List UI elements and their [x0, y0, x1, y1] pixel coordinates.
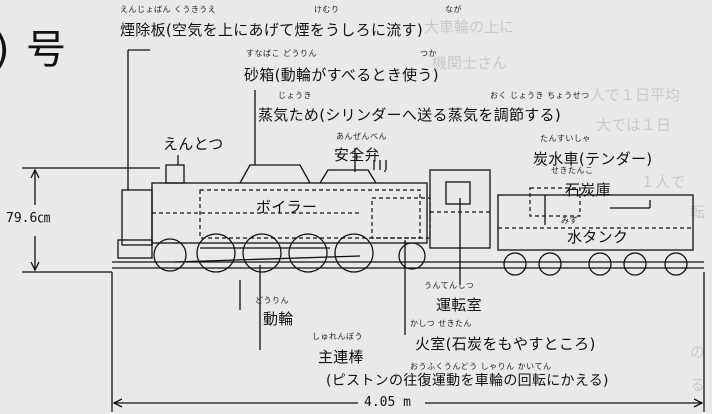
background-text: 大では１日: [596, 116, 672, 134]
chimney-label: えんとつ: [163, 135, 224, 153]
main-rod-ruby: しゅれんぼう: [312, 332, 363, 341]
steam-dome-label: 蒸気ため(シリンダーへ送る蒸気を調節する): [258, 106, 562, 124]
smoke-deflector-label: 煙除板(空気を上にあげて煙をうしろに流す): [120, 21, 424, 39]
boiler-label: ボイラー: [256, 198, 318, 216]
driving-wheel-ruby: どうりん: [255, 296, 289, 305]
background-text: の: [690, 343, 706, 361]
background-text: １人で: [640, 173, 686, 191]
smoke-deflector-ruby: えんじょばん くうきうえ: [120, 5, 217, 14]
firebox-ruby: かしつ せきたん: [410, 319, 473, 328]
cab-label: 運転室: [436, 296, 482, 314]
partial-number-fragment: ): [0, 30, 10, 70]
firebox-label: 火室(石炭をもやすところ): [415, 335, 596, 353]
sandbox-label: 砂箱(動輪がすべるとき使う): [244, 66, 439, 84]
background-text: 人で１日平均: [590, 86, 681, 104]
smoke-deflector-ruby: なが: [445, 5, 462, 14]
background-text: 大車輪の上に: [424, 18, 515, 36]
tender-ruby: たんすいしゃ: [540, 134, 591, 143]
sandbox-ruby: すなばこ どうりん: [246, 49, 318, 58]
water-tank-label: 水タンク: [567, 228, 629, 246]
height-dimension: 79.6㎝: [6, 211, 51, 226]
driving-wheel-label: 動輪: [263, 310, 294, 328]
background-text: る: [690, 376, 706, 394]
cab-ruby: うんてんしつ: [424, 281, 475, 290]
tender-label: 炭水車(テンダー): [533, 150, 653, 168]
safety-valve-label: 安全弁: [334, 146, 380, 164]
safety-valve-ruby: あんぜんべん: [336, 132, 387, 141]
main-rod-label: 主連棒: [318, 348, 364, 366]
smoke-deflector-ruby: けむり: [314, 5, 340, 14]
steam-dome-ruby: じょうき: [278, 91, 312, 100]
background-text: 機関士さん: [432, 54, 508, 72]
partial-title-char: 号: [26, 27, 66, 73]
length-dimension: 4.05 m: [364, 395, 411, 410]
water-tank-ruby: みず: [561, 216, 578, 225]
main-rod-note-ruby: おうふくうんどう しゃりん かいてん: [410, 362, 552, 371]
steam-dome-ruby: おく じょうき ちょうせつ: [490, 91, 590, 100]
sandbox-ruby: つか: [420, 49, 437, 58]
main-rod-note-label: (ピストンの往復運動を車輪の回転にかえる): [326, 373, 609, 389]
coal-bunker-ruby: せきたんこ: [551, 166, 594, 175]
background-text: 転: [690, 203, 706, 221]
coal-bunker-label: 石炭庫: [565, 181, 611, 199]
